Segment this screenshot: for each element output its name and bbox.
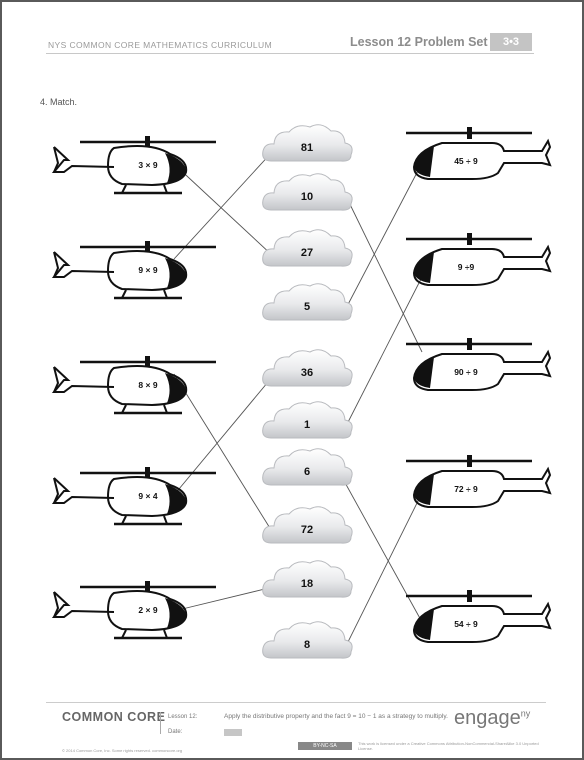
cloud-value: 27 (301, 247, 313, 259)
footer-date-label: Date: (168, 729, 183, 735)
left-helicopter: 3 × 9 (51, 136, 216, 195)
grade-module-badge: 3•3 (490, 33, 532, 51)
cloud: 6 (262, 448, 353, 486)
right-helicopter: 90 ÷ 9 (406, 338, 552, 391)
license-text: This work is licensed under a Creative C… (358, 741, 539, 751)
match-line (342, 478, 423, 623)
match-line (342, 276, 423, 433)
left-helicopter-label: 9 × 4 (138, 491, 157, 501)
lesson-description: Apply the distributive property and the … (224, 713, 448, 720)
cloud: 36 (262, 349, 353, 387)
left-helicopter: 2 × 9 (51, 581, 216, 640)
left-helicopter-label: 9 × 9 (138, 265, 157, 275)
cloud: 10 (262, 173, 353, 211)
footer-lesson-label: Lesson 12: (168, 714, 198, 720)
common-core-logo: COMMON CORE (62, 710, 166, 724)
copyright-text: © 2014 Common Core, Inc. Some rights res… (62, 748, 183, 753)
engage-brand-sup: ny (520, 708, 531, 719)
cloud: 1 (262, 401, 353, 439)
right-helicopter-label: 72 ÷ 9 (454, 484, 478, 494)
left-helicopter-label: 2 × 9 (138, 605, 157, 615)
engageny-logo: engageny (454, 707, 530, 730)
right-helicopter-label: 90 ÷ 9 (454, 367, 478, 377)
match-lines (173, 150, 423, 653)
cloud-value: 10 (301, 191, 313, 203)
cloud-value: 36 (301, 367, 313, 379)
cloud-value: 5 (304, 301, 310, 313)
match-line (173, 163, 274, 257)
lesson-title: Lesson 12 Problem Set (350, 35, 488, 49)
match-line (173, 373, 274, 534)
right-helicopter: 45 ÷ 9 (406, 127, 552, 180)
right-helicopter: 9 ÷9 (406, 233, 552, 286)
cloud: 72 (262, 506, 353, 544)
cloud-value: 81 (301, 142, 313, 154)
match-line (342, 189, 423, 353)
cloud-value: 1 (304, 419, 310, 431)
right-helicopter: 54 ÷ 9 (406, 590, 552, 643)
match-line (173, 150, 274, 260)
cloud-value: 18 (301, 578, 313, 590)
date-stamp (224, 729, 242, 736)
cloud: 18 (262, 560, 353, 598)
right-helicopter-column: 45 ÷ 9 9 ÷9 90 ÷ 9 72 ÷ 9 54 ÷ 9 (406, 127, 552, 643)
match-line (342, 162, 423, 315)
cloud: 8 (262, 621, 353, 659)
header-divider (46, 53, 534, 54)
cloud: 27 (262, 229, 353, 267)
match-line (342, 492, 423, 653)
cc-license-badge: BY-NC-SA (298, 742, 352, 750)
cloud: 5 (262, 283, 353, 321)
left-helicopter-column: 3 × 9 9 × 9 8 × 9 9 × 4 2 × 9 (51, 136, 216, 640)
right-helicopter: 72 ÷ 9 (406, 455, 552, 508)
left-helicopter-label: 3 × 9 (138, 160, 157, 170)
left-helicopter: 8 × 9 (51, 356, 216, 415)
right-helicopter-label: 54 ÷ 9 (454, 619, 478, 629)
footer-vertical-rule (160, 712, 161, 734)
cloud-column: 81 10 27 5 36 1 6 72 18 8 (262, 124, 353, 659)
engage-brand: engage (454, 707, 521, 729)
cloud-value: 72 (301, 524, 313, 536)
curriculum-title: NYS COMMON CORE MATHEMATICS CURRICULUM (48, 40, 273, 50)
cloud-value: 6 (304, 466, 310, 478)
left-helicopter: 9 × 9 (51, 241, 216, 300)
left-helicopter: 9 × 4 (51, 467, 216, 526)
problem-label: 4. Match. (40, 97, 78, 107)
footer-divider (46, 702, 546, 703)
cloud-value: 8 (304, 639, 310, 651)
match-line (173, 375, 274, 496)
left-helicopter-label: 8 × 9 (138, 380, 157, 390)
right-helicopter-label: 45 ÷ 9 (454, 156, 478, 166)
match-line (173, 586, 274, 612)
cloud: 81 (262, 124, 353, 162)
right-helicopter-label: 9 ÷9 (458, 262, 475, 272)
